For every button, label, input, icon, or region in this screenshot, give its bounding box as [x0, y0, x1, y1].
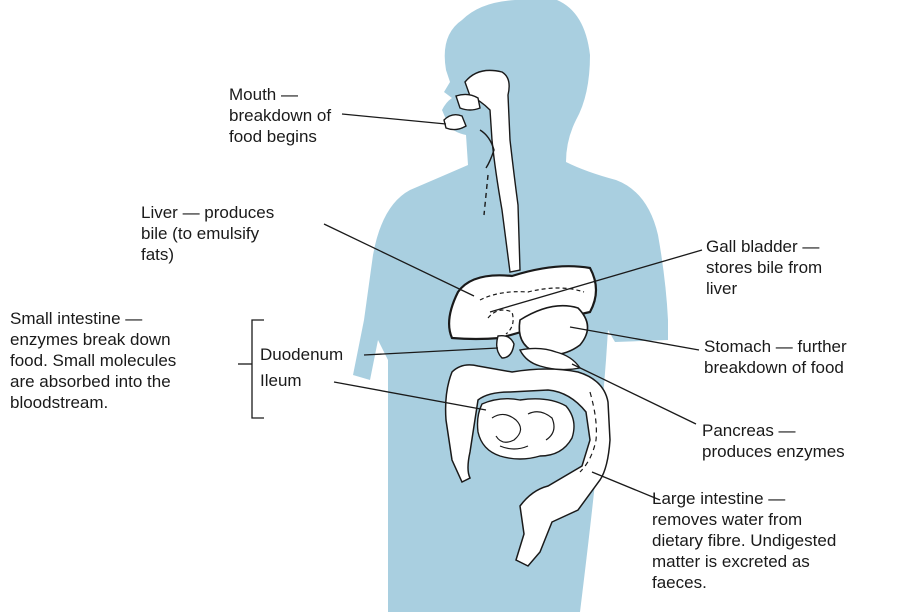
mouth-leader [342, 114, 446, 124]
large-intestine-leader [592, 472, 660, 500]
small-intestine-bracket [252, 320, 264, 418]
small-intestine [478, 399, 575, 459]
duodenum-label: Duodenum [260, 344, 343, 365]
ileum-label: Ileum [260, 370, 302, 391]
pancreas-label: Pancreas —produces enzymes [702, 420, 845, 462]
